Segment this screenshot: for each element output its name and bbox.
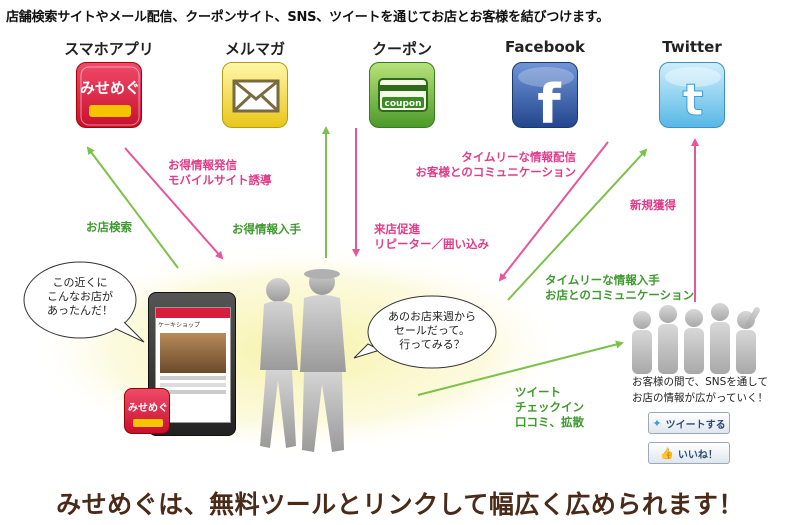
arrow-user-to-facebook	[507, 148, 648, 301]
crowd-caption: お客様の間で、SNSを通して お店の情報が広がっていく！	[632, 376, 768, 404]
speech-bubble-left	[23, 261, 145, 343]
twitter-tile-text: t	[682, 75, 703, 126]
bubble-right-text: あのお店来週から セールだって。 行ってみる？	[388, 310, 476, 351]
like-button[interactable]: 👍 いいね！	[648, 442, 730, 464]
crowd-figure	[632, 303, 760, 374]
service-label-app: スマホアプリ	[64, 40, 154, 58]
label-facebook-down: タイムリーな情報配信 お客様とのコミュニケーション	[415, 150, 576, 179]
arrow-user-to-crowd	[417, 340, 624, 396]
facebook-icon: f	[512, 62, 578, 128]
service-label-facebook: Facebook	[505, 38, 585, 56]
speech-bubble-right	[353, 295, 497, 369]
twitter-bird-icon: ✦	[652, 416, 662, 430]
phone-screen-header	[156, 308, 230, 318]
envelope-icon	[222, 62, 288, 128]
label-coupon-down: 来店促進 リピーター／囲い込み	[374, 222, 489, 251]
coupon-card-icon: coupon	[369, 62, 435, 128]
phone-screen-title: ケーキショップ	[158, 322, 201, 329]
twitter-bird-icon: t	[659, 62, 725, 128]
coupon-tile-text: coupon	[385, 99, 422, 109]
misemegu-app-badge-icon: みせめぐ	[124, 388, 170, 434]
footer-headline: みせめぐは、無料ツールとリンクして幅広く広められます！	[56, 490, 744, 519]
arrow-facebook-to-user	[498, 141, 609, 282]
walking-couple-figure	[260, 269, 346, 452]
label-twitter-up: 新規獲得	[630, 198, 676, 212]
tweet-button[interactable]: ✦ ツイートする	[648, 412, 730, 434]
like-button-label: いいね！	[677, 449, 718, 461]
service-label-coupon: クーポン	[371, 40, 432, 58]
service-label-mailmag: メルマガ	[224, 40, 285, 58]
app-badge-text: みせめぐ	[128, 403, 168, 414]
app-tile-text: みせめぐ	[80, 79, 140, 97]
label-facebook-up: タイムリーな情報入手 お店とのコミュニケーション	[545, 273, 695, 302]
bubble-left-text: この近くに こんなお店が あったんだ！	[47, 276, 113, 317]
facebook-tile-text: f	[537, 73, 561, 128]
label-crowd-in: ツイート チェックイン 口コミ、拡散	[515, 385, 584, 429]
shop-photo	[160, 333, 226, 373]
misemegu-app-icon: みせめぐ	[76, 62, 142, 128]
label-mail-up: お得情報入手	[232, 222, 301, 236]
page-header: 店舗検索サイトやメール配信、クーポンサイト、SNS、ツイートを通じてお店とお客様…	[6, 10, 610, 25]
label-app-down: お得情報発信 モバイルサイト誘導	[168, 158, 272, 187]
arrow-app-to-user	[124, 147, 224, 260]
label-app-up: お店検索	[86, 220, 132, 234]
service-label-twitter: Twitter	[662, 38, 722, 56]
arrow-user-to-app	[86, 146, 179, 269]
tweet-button-label: ツイートする	[665, 419, 726, 431]
thumbs-up-icon: 👍	[660, 446, 674, 460]
phone-screen: ケーキショップ	[155, 307, 231, 423]
